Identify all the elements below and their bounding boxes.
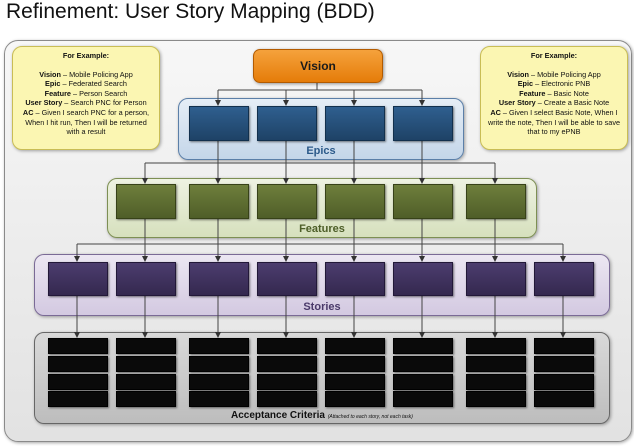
acceptance-criteria-box <box>257 374 317 390</box>
acceptance-criteria-box <box>257 338 317 354</box>
acceptance-criteria-note: (Attached to each story, not each task) <box>327 414 413 420</box>
acceptance-criteria-box <box>534 391 594 407</box>
feature-box <box>393 184 453 219</box>
features-band: Features <box>107 178 537 238</box>
story-box <box>189 262 249 296</box>
acceptance-criteria-box <box>189 338 249 354</box>
acceptance-criteria-box <box>257 391 317 407</box>
acceptance-criteria-box <box>534 356 594 372</box>
acceptance-criteria-box <box>48 374 108 390</box>
feature-box <box>116 184 176 219</box>
acceptance-criteria-box <box>393 356 453 372</box>
acceptance-criteria-box <box>116 374 176 390</box>
example-note-left-epic: Epic – Federated Search <box>45 79 127 89</box>
epic-box <box>325 106 385 141</box>
epic-box <box>189 106 249 141</box>
example-note-right-vision: Vision – Mobile Policing App <box>507 69 601 79</box>
acceptance-criteria-box <box>116 391 176 407</box>
acceptance-criteria-box <box>189 391 249 407</box>
acceptance-criteria-box <box>393 338 453 354</box>
story-box <box>393 262 453 296</box>
example-note-right-epic: Epic – Electronic PNB <box>517 79 591 89</box>
acceptance-criteria-box <box>325 356 385 372</box>
story-box <box>466 262 526 296</box>
acceptance-criteria-box <box>534 338 594 354</box>
story-box <box>534 262 594 296</box>
acceptance-criteria-box <box>48 356 108 372</box>
example-note-right-user-story: User Story – Create a Basic Note <box>498 98 610 108</box>
acceptance-criteria-box <box>48 391 108 407</box>
page-title: Refinement: User Story Mapping (BDD) <box>6 0 375 23</box>
epics-band-label: Epics <box>306 145 336 157</box>
acceptance-criteria-box <box>466 391 526 407</box>
acceptance-criteria-box <box>48 338 108 354</box>
acceptance-criteria-box <box>116 356 176 372</box>
story-box <box>257 262 317 296</box>
acceptance-criteria-box <box>189 356 249 372</box>
acceptance-criteria-box <box>116 338 176 354</box>
story-box <box>325 262 385 296</box>
acceptance-criteria-box <box>466 338 526 354</box>
example-note-left-feature: Feature – Person Search <box>44 88 128 98</box>
story-box <box>116 262 176 296</box>
acceptance-criteria-box <box>393 391 453 407</box>
example-note-right-ac: AC – Given I select Basic Note, When I w… <box>487 107 621 137</box>
acceptance-criteria-title: Acceptance Criteria <box>231 410 325 421</box>
acceptance-criteria-label: Acceptance Criteria (Attached to each st… <box>35 410 609 421</box>
vision-box: Vision <box>253 49 383 83</box>
example-note-left: For Example: Vision – Mobile Policing Ap… <box>12 46 160 150</box>
example-note-right: For Example: Vision – Mobile Policing Ap… <box>480 46 628 150</box>
acceptance-criteria-box <box>325 338 385 354</box>
example-note-left-vision: Vision – Mobile Policing App <box>39 69 133 79</box>
example-note-right-heading: For Example: <box>530 51 578 60</box>
example-note-left-ac: AC – Given I search PNC for a person, Wh… <box>22 107 150 137</box>
acceptance-criteria-box <box>257 356 317 372</box>
acceptance-criteria-box <box>466 356 526 372</box>
acceptance-criteria-box <box>189 374 249 390</box>
feature-box <box>189 184 249 219</box>
acceptance-criteria-box <box>534 374 594 390</box>
example-note-left-user-story: User Story – Search PNC for Person <box>25 98 147 108</box>
story-box <box>48 262 108 296</box>
stories-band-label: Stories <box>303 301 341 313</box>
example-note-left-heading: For Example: <box>62 51 110 60</box>
epic-box <box>393 106 453 141</box>
feature-box <box>466 184 526 219</box>
acceptance-criteria-box <box>325 391 385 407</box>
feature-box <box>257 184 317 219</box>
acceptance-criteria-box <box>325 374 385 390</box>
feature-box <box>325 184 385 219</box>
acceptance-criteria-box <box>466 374 526 390</box>
epic-box <box>257 106 317 141</box>
acceptance-criteria-box <box>393 374 453 390</box>
features-band-label: Features <box>299 223 345 235</box>
example-note-right-feature: Feature – Basic Note <box>519 88 589 98</box>
